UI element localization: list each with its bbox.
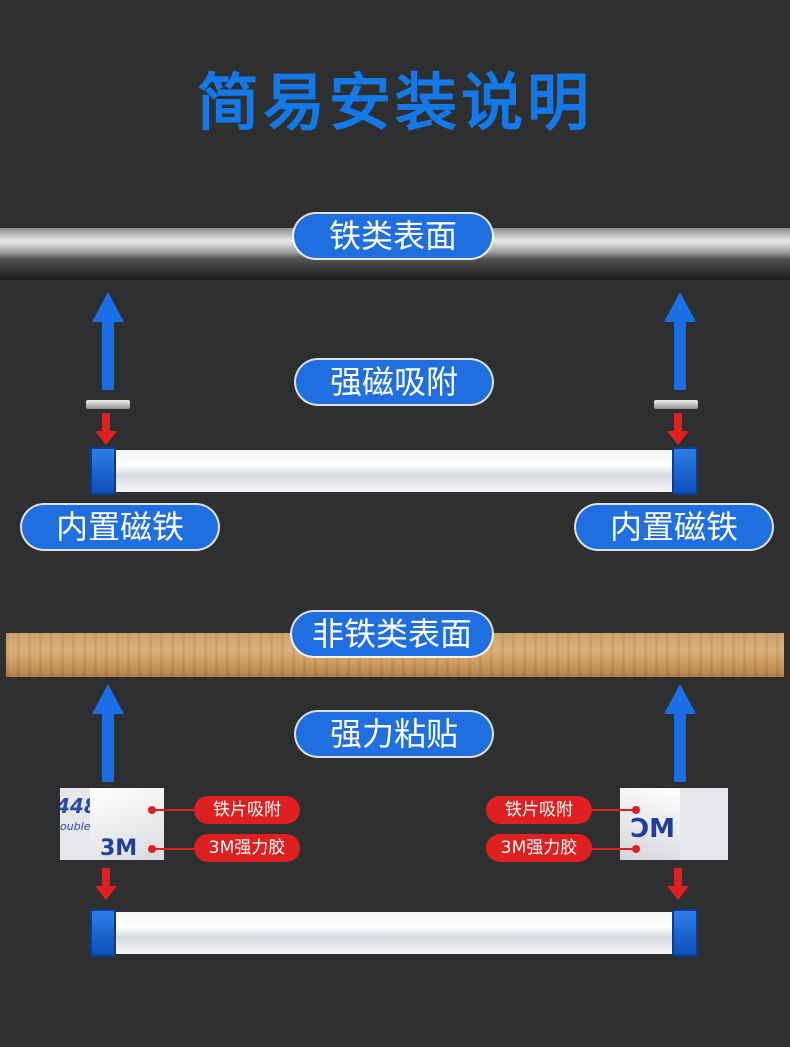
arrow-down-icon xyxy=(667,413,689,445)
lamp-end-cap-right xyxy=(672,909,698,957)
built-in-magnet-label-left: 内置磁铁 xyxy=(22,505,218,549)
arrow-down-icon xyxy=(95,413,117,445)
lamp-end-cap-left xyxy=(90,909,116,957)
non-iron-surface-label: 非铁类表面 xyxy=(292,612,492,656)
iron-sheet-tag-left: 铁片吸附 xyxy=(194,796,300,824)
magnetic-method-label: 强磁吸附 xyxy=(296,360,492,404)
page-title: 简易安装说明 xyxy=(196,66,593,139)
lamp-end-cap-right xyxy=(672,447,698,495)
lamp-end-cap-left xyxy=(90,447,116,495)
magnet-piece-right xyxy=(654,400,698,409)
iron-sheet-tag-right: 铁片吸附 xyxy=(486,796,592,824)
magnet-piece-left xyxy=(86,400,130,409)
3m-adhesive-tag-left: 3M强力胶 xyxy=(194,834,300,862)
adhesive-method-label: 强力粘贴 xyxy=(296,712,492,756)
arrow-down-icon xyxy=(667,868,689,900)
arrow-up-icon xyxy=(92,684,124,782)
iron-surface-label: 铁类表面 xyxy=(294,214,492,258)
arrow-down-icon xyxy=(95,868,117,900)
arrow-up-icon xyxy=(664,684,696,782)
adhesive-tape-sample-right: MC xyxy=(620,788,728,860)
led-light-bar xyxy=(108,912,678,954)
tape-print-text: MC xyxy=(630,814,675,844)
built-in-magnet-label-right: 内置磁铁 xyxy=(576,505,772,549)
arrow-up-icon xyxy=(92,292,124,390)
3m-adhesive-tag-right: 3M强力胶 xyxy=(486,834,592,862)
led-light-bar xyxy=(108,450,678,492)
arrow-up-icon xyxy=(664,292,696,390)
